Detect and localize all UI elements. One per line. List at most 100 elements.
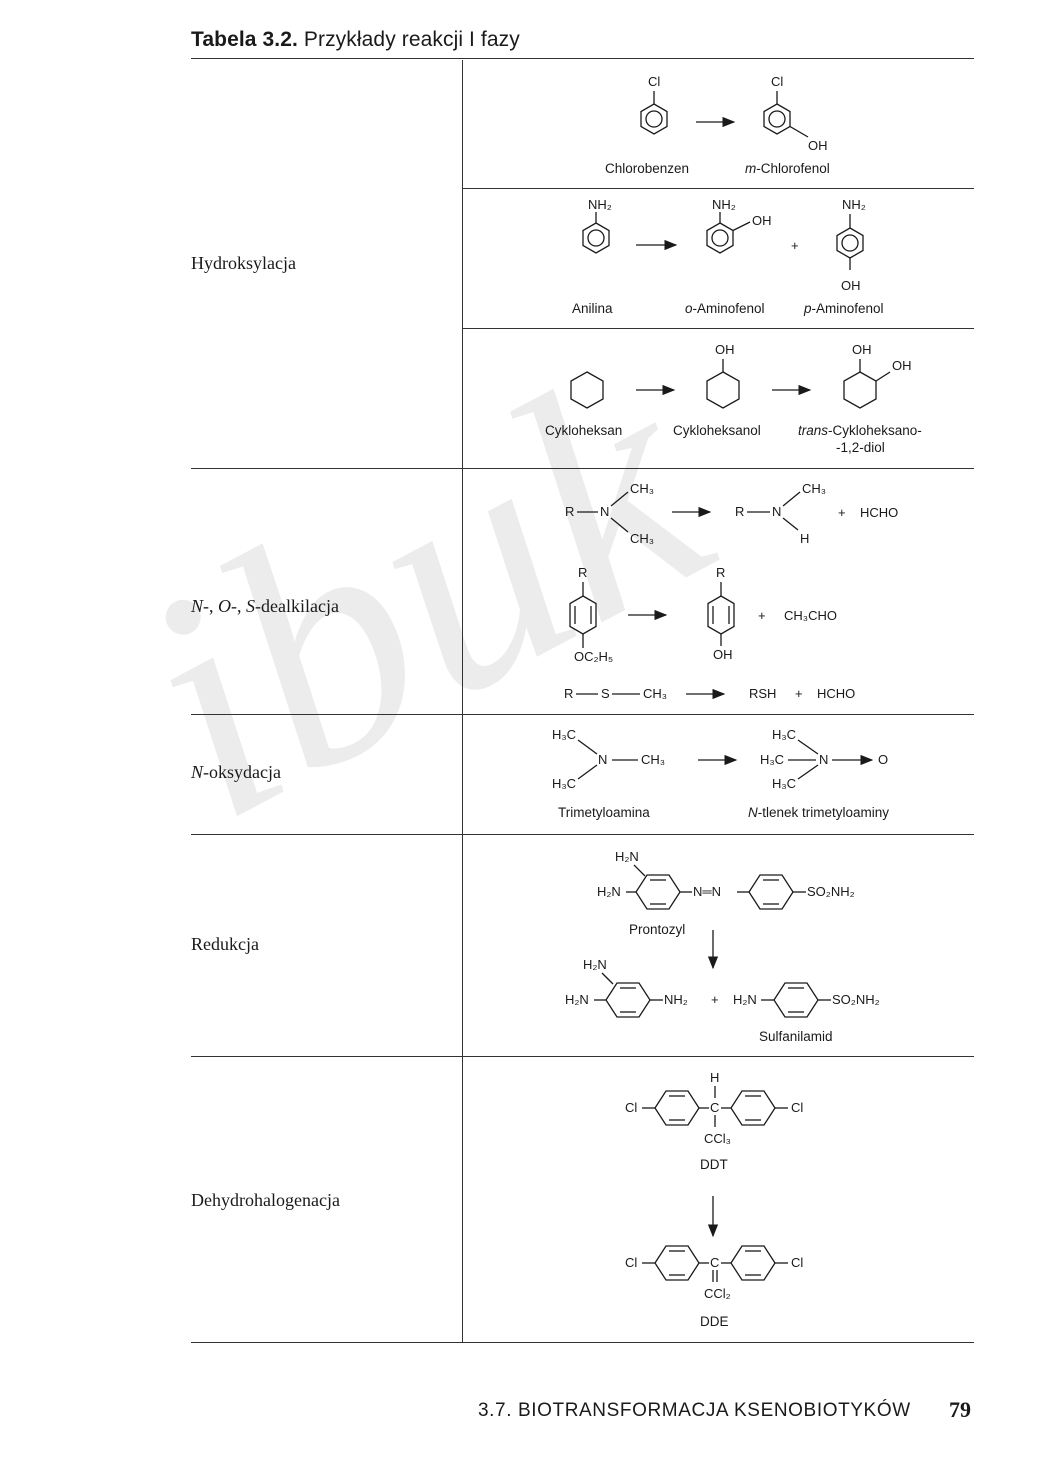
row-rule [191, 468, 974, 469]
label-dealkilacja: N-, O-, S-dealkilacja [191, 596, 339, 617]
label-dealkilacja-tail: -dealkilacja [255, 596, 339, 616]
atom-oc2h5: OC₂H₅ [574, 649, 613, 664]
atom-c: C [710, 1100, 719, 1115]
benzene-ring-icon [582, 222, 610, 254]
name-dde: DDE [700, 1314, 729, 1329]
atom-h3c: H₃C [552, 727, 576, 742]
cyclohexane-ring-icon [843, 371, 877, 409]
name-ddt: DDT [700, 1157, 728, 1172]
benzene-ring-icon [730, 1245, 776, 1281]
atom-r: R [578, 565, 587, 580]
scheme-n-oksydacja: H₃C N CH₃ H₃C H₃C H₃C N H₃C O Trimetyloa… [552, 727, 889, 820]
running-footer: 3.7. BIOTRANSFORMACJA KSENOBIOTYKÓW [478, 1400, 911, 1421]
row-rule [191, 1056, 974, 1057]
name-sulfanilamid: Sulfanilamid [759, 1029, 833, 1044]
atom-ch3: CH₃ [802, 481, 826, 496]
name-m-chlorofenol: m-Chlorofenol [745, 161, 830, 176]
benzene-ring-icon [748, 874, 794, 910]
atom-nh2: NH₂ [842, 197, 866, 212]
name-n-prefix: N [748, 805, 758, 820]
benzene-ring-icon [640, 103, 668, 135]
atom-r: R [564, 686, 573, 701]
benzene-ring-icon [605, 982, 651, 1018]
atom-h2n: H₂N [615, 849, 639, 864]
atom-nh2: NH₂ [712, 197, 736, 212]
table-top-rule [191, 58, 974, 59]
atom-cl: Cl [791, 1100, 803, 1115]
atom-h2n: H₂N [583, 957, 607, 972]
benzene-ring-icon [654, 1090, 700, 1126]
atom-hcho: HCHO [860, 505, 898, 520]
benzene-ring-icon [763, 103, 791, 135]
atom-s: S [601, 686, 610, 701]
atom-nh2: NH₂ [588, 197, 612, 212]
atom-cl: Cl [625, 1100, 637, 1115]
table-title: Tabela 3.2. Przykłady reakcji I fazy [191, 28, 520, 52]
atom-ch3: CH₃ [641, 752, 665, 767]
table-number: Tabela 3.2. [191, 28, 298, 51]
page-number: 79 [949, 1397, 971, 1422]
name-trans-diol: trans-Cykloheksano- [798, 423, 922, 438]
atom-n: N [772, 504, 781, 519]
name-m-suffix: -Chlorofenol [756, 161, 830, 176]
atom-h2n: H₂N [597, 884, 621, 899]
name-cykloheksan: Cykloheksan [545, 423, 622, 438]
atom-oh: OH [715, 342, 735, 357]
atom-rsh: RSH [749, 686, 776, 701]
row-rule [191, 834, 974, 835]
atom-cl: Cl [648, 74, 660, 89]
row-rule [463, 328, 974, 329]
name-o-aminofenol: o-Aminofenol [685, 301, 765, 316]
label-oksydacja-tail: -oksydacja [203, 762, 281, 782]
label-dehydrohalogenacja: Dehydrohalogenacja [191, 1190, 340, 1210]
table-bottom-rule [191, 1342, 974, 1343]
name-anilina: Anilina [572, 301, 613, 316]
name-trans-suffix: -Cykloheksano- [828, 423, 922, 438]
atom-ccl2: CCl₂ [704, 1286, 731, 1301]
name-cykloheksanol: Cykloheksanol [673, 423, 761, 438]
atom-so2nh2: SO₂NH₂ [832, 992, 880, 1007]
atom-cl: Cl [791, 1255, 803, 1270]
atom-r: R [716, 565, 725, 580]
label-redukcja: Redukcja [191, 934, 259, 954]
name-m-prefix: m [745, 161, 756, 176]
atom-ch3: CH₃ [643, 686, 667, 701]
name-n-tlenek: N-tlenek trimetyloaminy [748, 805, 889, 820]
benzene-ring-icon [773, 982, 819, 1018]
atom-n: N [598, 752, 607, 767]
cyclohexane-ring-icon [706, 371, 740, 409]
scheme-dehydrohalogenacja: H Cl C Cl CCl₃ DDT Cl C [625, 1070, 803, 1329]
scheme-o-dealkilacja: R OC₂H₅ R OH + CH₃CHO [569, 565, 837, 664]
atom-oh: OH [713, 647, 733, 662]
scheme-redukcja: H₂N H₂N N═N SO₂NH₂ Prontozyl H₂N H₂N [565, 849, 880, 1044]
scheme-n-dealkilacja: R N CH₃ CH₃ R N CH₃ H + HCHO [565, 481, 898, 546]
label-oksydacja-n: N [191, 762, 204, 782]
plus-sign: + [758, 608, 766, 623]
benzene-ring-icon [654, 1245, 700, 1281]
benzene-ring-icon [635, 874, 681, 910]
label-dealkilacja-o: O [218, 596, 232, 616]
atom-h2n: H₂N [733, 992, 757, 1007]
atom-h: H [800, 531, 809, 546]
name-o-prefix: o [685, 301, 693, 316]
row-rule [191, 714, 974, 715]
plus-sign: + [795, 686, 803, 701]
atom-oh: OH [752, 213, 772, 228]
atom-azo: N═N [693, 884, 721, 899]
scheme-s-dealkilacja: R S CH₃ RSH + HCHO [564, 686, 855, 701]
scheme-anilina: NH₂ NH₂ OH + NH₂ OH Anilina o-Aminofenol… [572, 197, 884, 316]
plus-sign: + [838, 505, 846, 520]
atom-cl: Cl [625, 1255, 637, 1270]
benzene-ring-icon [706, 222, 734, 254]
atom-h3c: H₃C [760, 752, 784, 767]
name-p-aminofenol: p-Aminofenol [803, 301, 884, 316]
atom-oh: OH [852, 342, 872, 357]
atom-n: N [600, 504, 609, 519]
atom-so2nh2: SO₂NH₂ [807, 884, 855, 899]
name-trimetyloamina: Trimetyloamina [558, 805, 650, 820]
benzene-ring-icon [569, 595, 597, 635]
row-rule [463, 188, 974, 189]
label-dealkilacja-sep: -, [203, 596, 219, 616]
label-hydroksylacja: Hydroksylacja [191, 253, 296, 273]
